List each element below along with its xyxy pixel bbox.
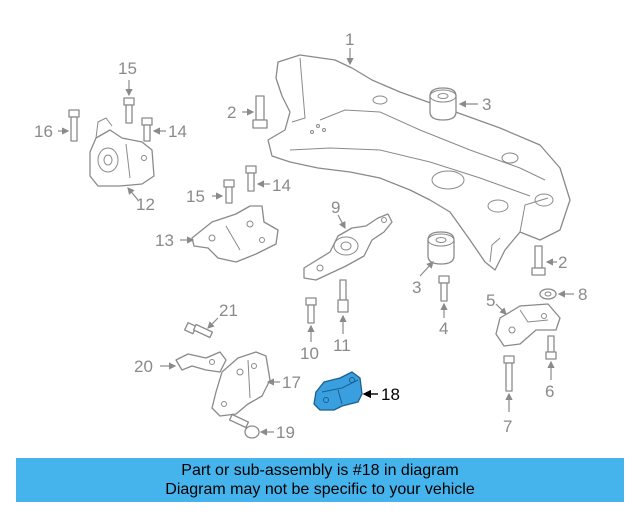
callout-12: 12: [136, 195, 155, 214]
bolt-15-lower: [223, 179, 235, 204]
bushing-lower: [427, 231, 455, 265]
engine-mount-12: [89, 117, 155, 187]
callout-21: 21: [219, 301, 238, 320]
bracket-17: [211, 351, 271, 417]
callout-1: 1: [345, 30, 354, 49]
bolt-11: [337, 279, 349, 313]
info-banner: Part or sub-assembly is #18 in diagram D…: [16, 458, 624, 502]
callout-14-lower: 14: [272, 176, 291, 195]
bushing-upper: [429, 87, 457, 121]
bolt-14-upper: [141, 117, 153, 142]
bolt-21: [184, 322, 214, 339]
callout-9: 9: [331, 198, 340, 217]
callout-15-upper: 15: [118, 59, 137, 78]
bolt-10: [305, 297, 317, 324]
bolt-4: [438, 275, 450, 302]
banner-line-2: Diagram may not be specific to your vehi…: [165, 481, 475, 498]
callout-20: 20: [134, 357, 153, 376]
bolt-2-right: [531, 245, 546, 276]
callout-2-left: 2: [227, 103, 236, 122]
highlighted-bracket-18: [313, 371, 363, 411]
callout-13: 13: [155, 231, 174, 250]
callout-11: 11: [333, 336, 351, 355]
bolt-15-upper: [123, 97, 135, 124]
bracket-5: [495, 303, 561, 347]
callout-4: 4: [439, 319, 448, 338]
subframe-crossmember: [267, 54, 571, 271]
bolt-7: [503, 355, 515, 392]
callout-3-upper: 3: [482, 95, 491, 114]
callout-7: 7: [503, 417, 512, 436]
washer-8: [539, 288, 557, 300]
callout-16: 16: [34, 122, 53, 141]
callout-19: 19: [276, 423, 295, 442]
callout-10: 10: [300, 344, 319, 363]
bolt-2-left: [252, 95, 268, 129]
callout-18: 18: [381, 385, 400, 404]
bolt-16: [68, 109, 80, 142]
bolt-14-lower: [245, 165, 257, 192]
callout-17: 17: [282, 373, 301, 392]
bolt-19: [228, 413, 260, 439]
bracket-20: [175, 351, 227, 373]
callout-3-lower: 3: [412, 278, 421, 297]
callout-6: 6: [545, 382, 554, 401]
callout-8: 8: [578, 285, 587, 304]
callout-5: 5: [486, 291, 495, 310]
callout-14-upper: 14: [168, 122, 187, 141]
callout-15-lower: 15: [186, 187, 205, 206]
callout-2-right: 2: [558, 253, 567, 272]
banner-line-1: Part or sub-assembly is #18 in diagram: [181, 462, 459, 479]
bolt-6: [545, 335, 557, 360]
torque-rod-9: [303, 213, 393, 281]
bracket-13: [191, 205, 279, 263]
